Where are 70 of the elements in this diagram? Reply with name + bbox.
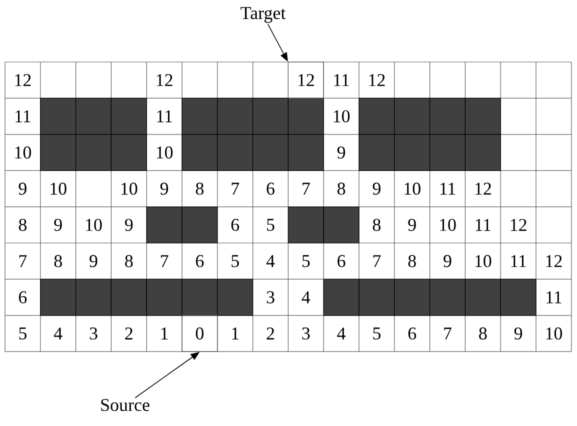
cell-number: 10 — [404, 182, 420, 195]
cell-number: 7 — [161, 255, 168, 267]
cell-number: 8 — [18, 218, 27, 231]
cell-number: 10 — [50, 182, 66, 195]
cell-number: 9 — [372, 182, 380, 195]
cell-number: 3 — [302, 327, 310, 340]
cell-number: 10 — [122, 182, 138, 195]
cell-number: 5 — [19, 328, 26, 340]
cell-number: 8 — [338, 182, 346, 195]
cell-number: 5 — [232, 255, 239, 268]
cell-number: 9 — [90, 255, 98, 268]
cell-number: 5 — [373, 328, 380, 340]
cell-number: 5 — [267, 218, 274, 231]
cell-number: 12 — [476, 182, 491, 195]
cell-number: 9 — [160, 182, 168, 195]
cell-number: 10 — [476, 255, 492, 268]
cell-number: 7 — [444, 328, 452, 340]
cell-number: 11 — [476, 218, 490, 231]
cell-number: 2 — [125, 328, 132, 340]
cell-number: 3 — [266, 291, 274, 304]
cell-number: 6 — [18, 291, 27, 304]
cell-number: 9 — [337, 146, 346, 159]
cell-number: 8 — [125, 255, 133, 268]
cell-number: 9 — [408, 218, 416, 231]
cell-number: 6 — [338, 255, 346, 268]
cell-number: 0 — [182, 315, 218, 352]
cell-number: 10 — [86, 218, 102, 231]
cell-number: 9 — [18, 182, 26, 195]
cell-number: 3 — [90, 327, 98, 340]
cell-number: 12 — [369, 74, 385, 86]
cell-number: 9 — [54, 218, 62, 231]
cell-number: 11 — [157, 110, 172, 122]
cell-number: 10 — [546, 327, 562, 340]
cell-number: 11 — [16, 110, 30, 122]
cell-number: 11 — [511, 255, 526, 268]
cell-number: 12 — [510, 218, 526, 231]
cell-number: 6 — [196, 255, 204, 268]
cell-number: 8 — [408, 255, 416, 268]
cell-number: 11 — [440, 182, 456, 195]
cell-number: 8 — [372, 218, 381, 231]
cell-number: 5 — [302, 255, 310, 268]
cell-number: 6 — [231, 218, 240, 231]
cell-number: 9 — [444, 255, 452, 268]
cell-number: 11 — [546, 291, 562, 304]
cell-number: 8 — [196, 182, 204, 195]
cell-number: 10 — [334, 110, 350, 122]
cell-number: 6 — [266, 182, 274, 195]
cell-number: 9 — [514, 327, 522, 340]
cell-number: 8 — [479, 327, 487, 340]
cell-number: 8 — [54, 255, 62, 268]
cell-number: 12 — [546, 255, 562, 268]
cell-number: 4 — [54, 328, 62, 340]
cell-number: 2 — [266, 328, 274, 340]
cell-number: 4 — [337, 328, 346, 340]
cell-number: 10 — [156, 146, 173, 159]
cell-number: 4 — [266, 255, 275, 268]
node-label: Source — [101, 398, 150, 412]
cell-number: 10 — [15, 146, 32, 159]
cell-number: 6 — [408, 327, 416, 340]
node-label: Target — [240, 7, 286, 23]
cell-number: 9 — [124, 218, 133, 231]
cell-number: 7 — [302, 182, 310, 195]
cell-number: 12 — [15, 74, 31, 86]
cell-number: 12 — [288, 62, 324, 98]
cell-number: 4 — [302, 291, 310, 304]
cell-number: 7 — [19, 255, 27, 267]
cell-number: 7 — [373, 255, 381, 267]
cell-number: 12 — [156, 74, 172, 86]
cell-number: 7 — [232, 182, 240, 195]
cell-number: 10 — [440, 218, 456, 231]
